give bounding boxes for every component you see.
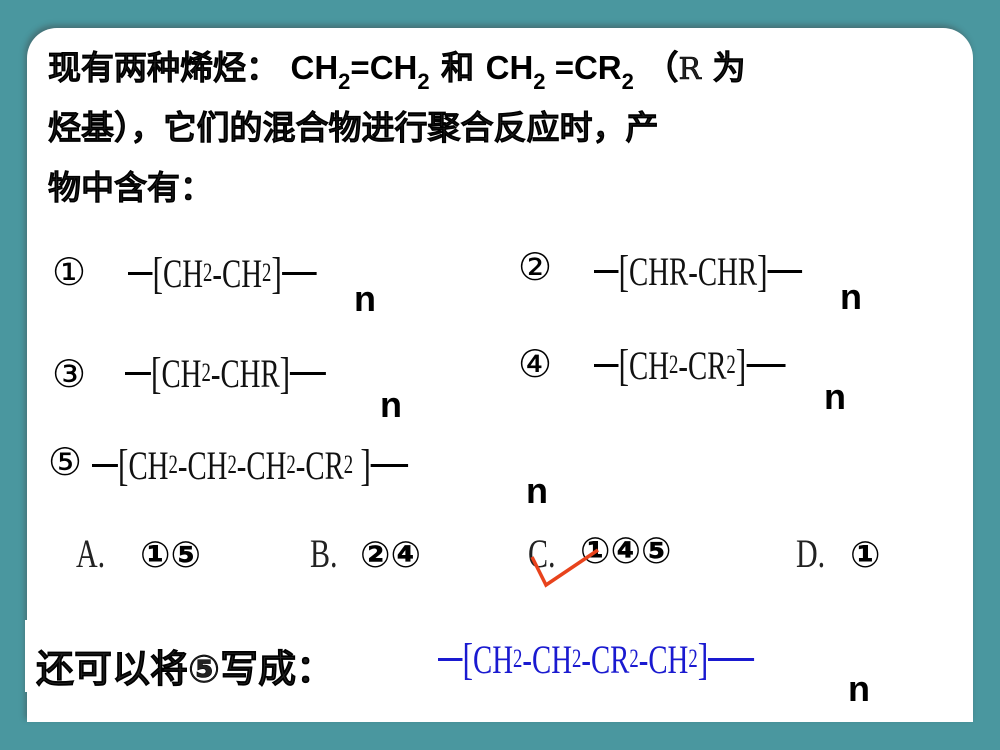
option-b-value[interactable]: ②④ — [360, 535, 421, 576]
ethylene-formula: CH2=CH2 — [290, 49, 430, 94]
intro-line-2: 烃基），它们的混合物进行聚合反应时，产 — [48, 108, 659, 148]
formula-5-n: n — [526, 470, 548, 511]
option-c-label[interactable]: C. — [528, 531, 556, 576]
formula-1-number: ① — [52, 250, 87, 294]
and-text: 和 — [441, 48, 475, 88]
chain-bond-right — [281, 271, 317, 275]
intro-prefix: 现有两种烯烃： — [48, 48, 280, 88]
slide-panel — [27, 28, 973, 722]
option-a-value[interactable]: ①⑤ — [140, 535, 201, 576]
correct-check-mark-icon — [530, 548, 599, 588]
intro-line-1: 现有两种烯烃： CH2=CH2 和 CH2 =CR2 （R 为 — [48, 38, 948, 98]
question-intro: 现有两种烯烃： CH2=CH2 和 CH2 =CR2 （R 为 烃基），它们的混… — [48, 38, 948, 218]
rewrite-strip — [25, 620, 973, 692]
intro-line-3: 物中含有： — [48, 168, 214, 208]
option-b-label[interactable]: B. — [310, 531, 338, 576]
formula-2-n: n — [840, 276, 862, 317]
formula-4-n: n — [824, 376, 846, 417]
formula-2: [CHR-CHR] — [594, 246, 803, 296]
rewrite-n: n — [848, 668, 870, 709]
option-d-value[interactable]: ① — [850, 535, 881, 576]
formula-5-number: ⑤ — [48, 440, 83, 484]
formula-2-number: ② — [518, 245, 553, 289]
option-d-label[interactable]: D. — [796, 531, 826, 576]
formula-1-n: n — [354, 278, 376, 319]
formula-3-n: n — [380, 384, 402, 425]
paren-open: （ — [645, 48, 679, 88]
option-a-label[interactable]: A. — [76, 531, 106, 576]
alkene2-formula: CH2 =CR2 — [485, 49, 634, 94]
formula-4-number: ④ — [518, 342, 553, 386]
formula-3-number: ③ — [52, 352, 87, 396]
rewrite-label: 还可以将⑤写成： — [36, 647, 335, 692]
intro-suffix: 为 — [712, 48, 746, 88]
chain-bond-left — [128, 271, 153, 275]
r-symbol: R — [678, 52, 701, 88]
